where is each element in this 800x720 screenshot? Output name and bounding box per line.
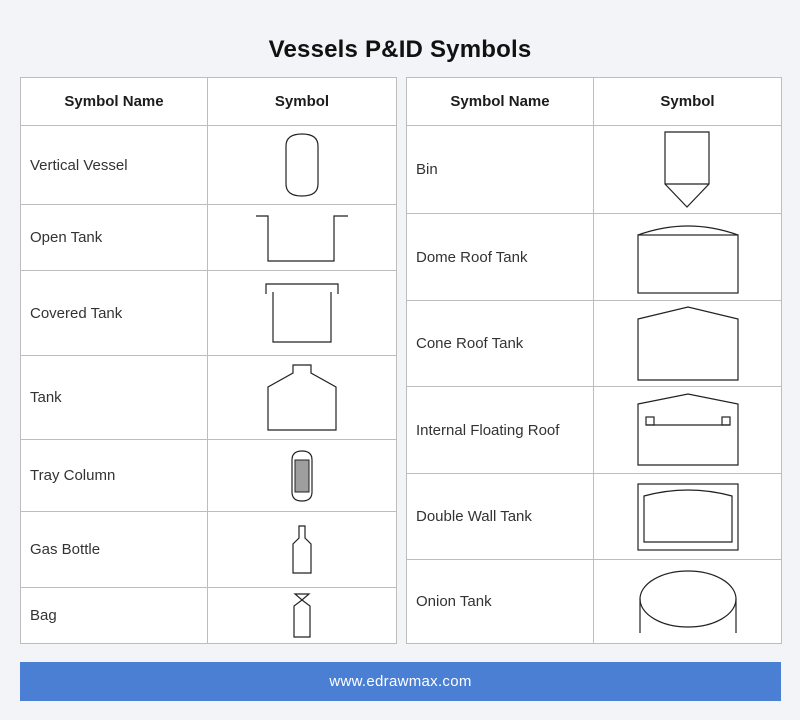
symbol-cell xyxy=(593,125,782,214)
symbol-cell xyxy=(207,511,397,588)
symbol-cell xyxy=(593,559,782,644)
symbol-name: Covered Tank xyxy=(20,270,208,356)
tank-icon xyxy=(267,363,337,431)
column-header-symbol: Symbol xyxy=(593,77,782,126)
symbol-name: Dome Roof Tank xyxy=(406,213,594,301)
tray-column-icon xyxy=(291,449,313,502)
tray-fill xyxy=(294,459,310,492)
onion-tank-icon xyxy=(638,569,737,633)
symbol-name: Double Wall Tank xyxy=(406,473,594,560)
right-symbol-table: Symbol Name Symbol Bin Dome Roof Tank Co… xyxy=(406,77,782,644)
symbol-cell xyxy=(207,270,397,356)
cone-roof-tank-icon xyxy=(636,305,739,381)
covered-tank-icon xyxy=(265,283,339,343)
table-row: Tank xyxy=(20,355,397,440)
symbol-cell xyxy=(207,125,397,205)
symbol-name: Tray Column xyxy=(20,439,208,512)
bag-icon xyxy=(293,592,311,638)
symbol-cell xyxy=(207,355,397,440)
column-header-symbol: Symbol xyxy=(207,77,397,126)
symbol-name: Bag xyxy=(20,587,208,644)
symbol-cell xyxy=(593,300,782,387)
symbol-name: Onion Tank xyxy=(406,559,594,644)
symbol-name: Tank xyxy=(20,355,208,440)
table-row: Vertical Vessel xyxy=(20,125,397,205)
table-header-row: Symbol Name Symbol xyxy=(20,77,397,126)
left-symbol-table: Symbol Name Symbol Vertical Vessel Open … xyxy=(20,77,397,644)
vertical-vessel-icon xyxy=(285,133,319,197)
symbol-name: Gas Bottle xyxy=(20,511,208,588)
symbol-cell xyxy=(207,204,397,271)
page-title: Vessels P&ID Symbols xyxy=(268,36,532,63)
gas-bottle-icon xyxy=(292,524,312,574)
symbol-cell xyxy=(207,439,397,512)
table-row: Covered Tank xyxy=(20,270,397,356)
table-row: Tray Column xyxy=(20,439,397,512)
table-row: Double Wall Tank xyxy=(406,473,782,560)
symbol-cell xyxy=(593,213,782,301)
table-row: Dome Roof Tank xyxy=(406,213,782,301)
symbol-name: Bin xyxy=(406,125,594,214)
dome-roof-tank-icon xyxy=(636,225,739,294)
symbol-name: Vertical Vessel xyxy=(20,125,208,205)
internal-floating-roof-icon xyxy=(636,393,739,466)
symbol-name: Internal Floating Roof xyxy=(406,386,594,474)
double-wall-tank-icon xyxy=(636,482,739,551)
table-row: Internal Floating Roof xyxy=(406,386,782,474)
symbol-cell xyxy=(207,587,397,644)
table-row: Cone Roof Tank xyxy=(406,300,782,387)
open-tank-icon xyxy=(256,214,348,262)
symbol-cell xyxy=(593,473,782,560)
table-row: Gas Bottle xyxy=(20,511,397,588)
table-header-row: Symbol Name Symbol xyxy=(406,77,782,126)
column-header-symbol-name: Symbol Name xyxy=(406,77,594,126)
table-row: Bag xyxy=(20,587,397,644)
column-header-symbol-name: Symbol Name xyxy=(20,77,208,126)
symbol-name: Cone Roof Tank xyxy=(406,300,594,387)
bin-icon xyxy=(663,130,710,208)
symbol-name: Open Tank xyxy=(20,204,208,271)
symbol-cell xyxy=(593,386,782,474)
table-row: Onion Tank xyxy=(406,559,782,644)
table-row: Open Tank xyxy=(20,204,397,271)
footer-banner: www.edrawmax.com xyxy=(20,662,781,701)
table-row: Bin xyxy=(406,125,782,214)
